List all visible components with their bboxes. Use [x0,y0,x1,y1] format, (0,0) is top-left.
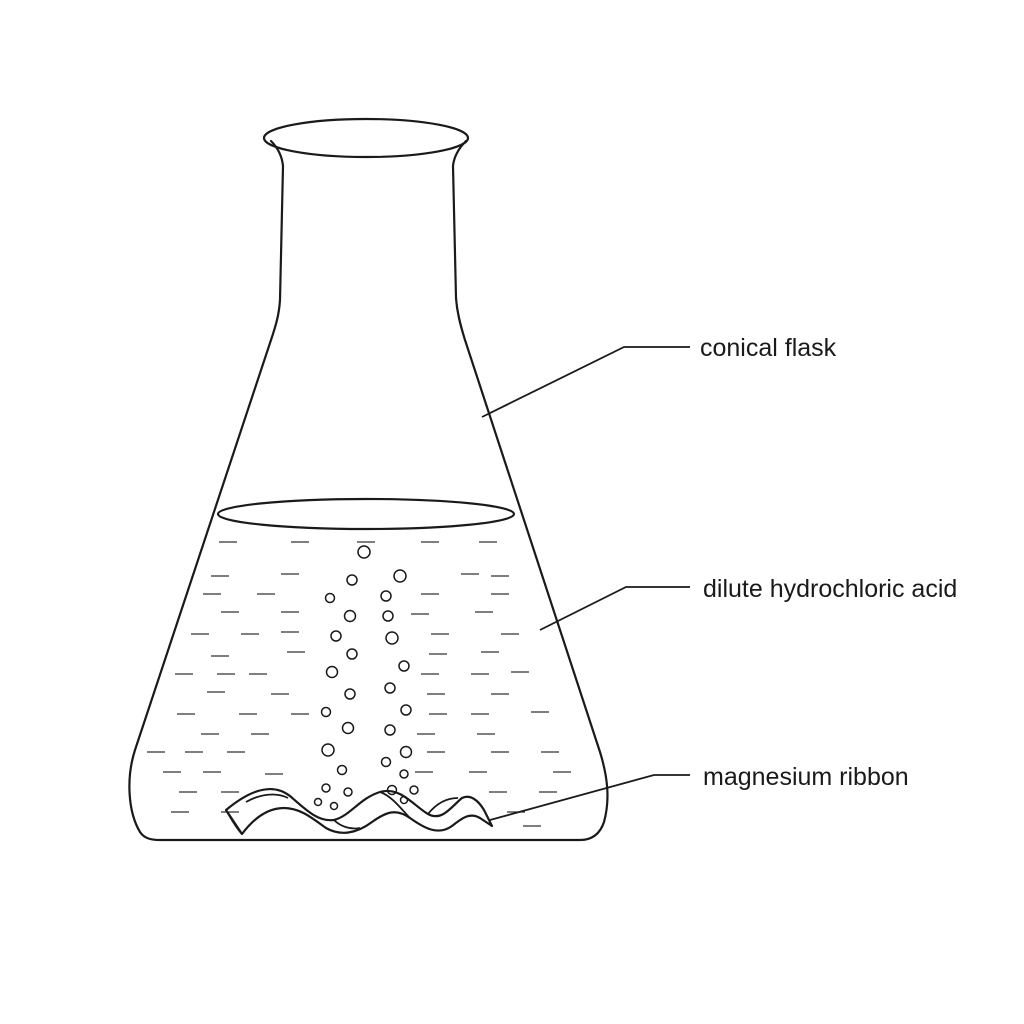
hydrogen-bubble [320,706,332,718]
acid-dash-marks [147,541,571,827]
hydrogen-bubble [384,682,396,694]
hydrogen-bubble [346,648,358,660]
hydrogen-bubble [321,743,335,757]
hydrogen-bubble [385,631,399,645]
dilute-hydrochloric-acid-label: dilute hydrochloric acid [703,575,957,603]
hydrogen-bubble [393,569,407,583]
hydrogen-bubble [400,704,412,716]
hydrogen-bubble [343,609,357,623]
flask-outline [128,139,609,842]
hydrogen-bubble [344,688,356,700]
magnesium-ribbon-label: magnesium ribbon [703,763,909,791]
hydrogen-bubble [398,660,410,672]
hydrogen-bubble [409,785,419,795]
hydrogen-bubble [313,797,323,807]
hydrogen-bubble [382,610,394,622]
hydrogen-bubble [399,769,409,779]
acid-leader-line [539,586,690,631]
hydrogen-bubble [329,801,339,811]
hydrogen-bubble [399,745,413,759]
hydrogen-bubble [346,574,358,586]
hydrogen-bubble [341,721,355,735]
hydrogen-bubble [336,764,348,776]
flask-leader-line [481,346,690,418]
hydrogen-bubble [324,592,336,604]
hydrogen-bubble [330,630,342,642]
hydrogen-bubble [325,665,339,679]
flask-mouth-rim [262,117,470,159]
magnesium-ribbon-shape [224,787,494,836]
conical-flask [128,117,609,842]
ribbon-leader-line [489,774,690,821]
hydrogen-bubble [384,724,396,736]
hydrogen-bubble [380,756,392,768]
hydrogen-bubbles [313,545,419,811]
conical-flask-label: conical flask [700,334,837,362]
hydrogen-bubble [343,787,353,797]
hydrogen-bubble [321,783,331,793]
acid-surface [216,497,516,531]
hydrogen-bubble [380,590,392,602]
hydrogen-bubble [357,545,371,559]
